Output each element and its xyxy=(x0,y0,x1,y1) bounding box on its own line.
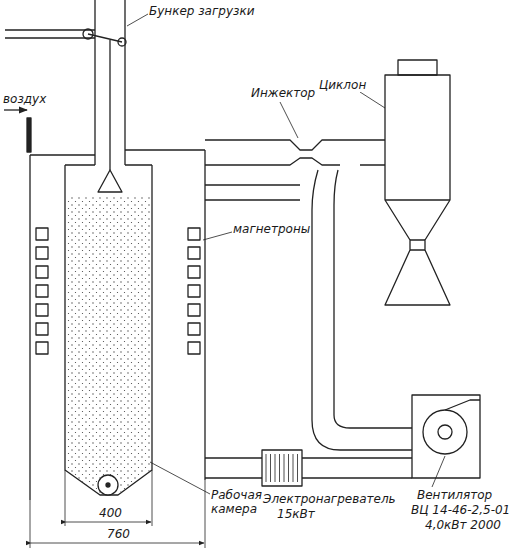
cyclone-label: Циклон xyxy=(318,78,367,92)
bunker-label: Бункер загрузки xyxy=(148,4,255,18)
heater-label: Электронагреватель xyxy=(262,492,397,506)
fan-model: ВЦ 14-46-2,5-01 xyxy=(410,503,511,517)
dimension: 400 xyxy=(98,506,123,520)
dimension: 760 xyxy=(106,527,131,541)
injector-label: Инжектор xyxy=(250,86,316,100)
air-label: воздух xyxy=(2,92,47,106)
fan-power: 4,0кВт 2000 xyxy=(424,518,502,532)
fan-label: Вентилятор xyxy=(416,488,493,502)
heater-power: 15кВт xyxy=(276,507,316,521)
chamber-label: Рабочая камера xyxy=(210,488,270,516)
magnetron-label: магнетроны xyxy=(232,222,311,236)
